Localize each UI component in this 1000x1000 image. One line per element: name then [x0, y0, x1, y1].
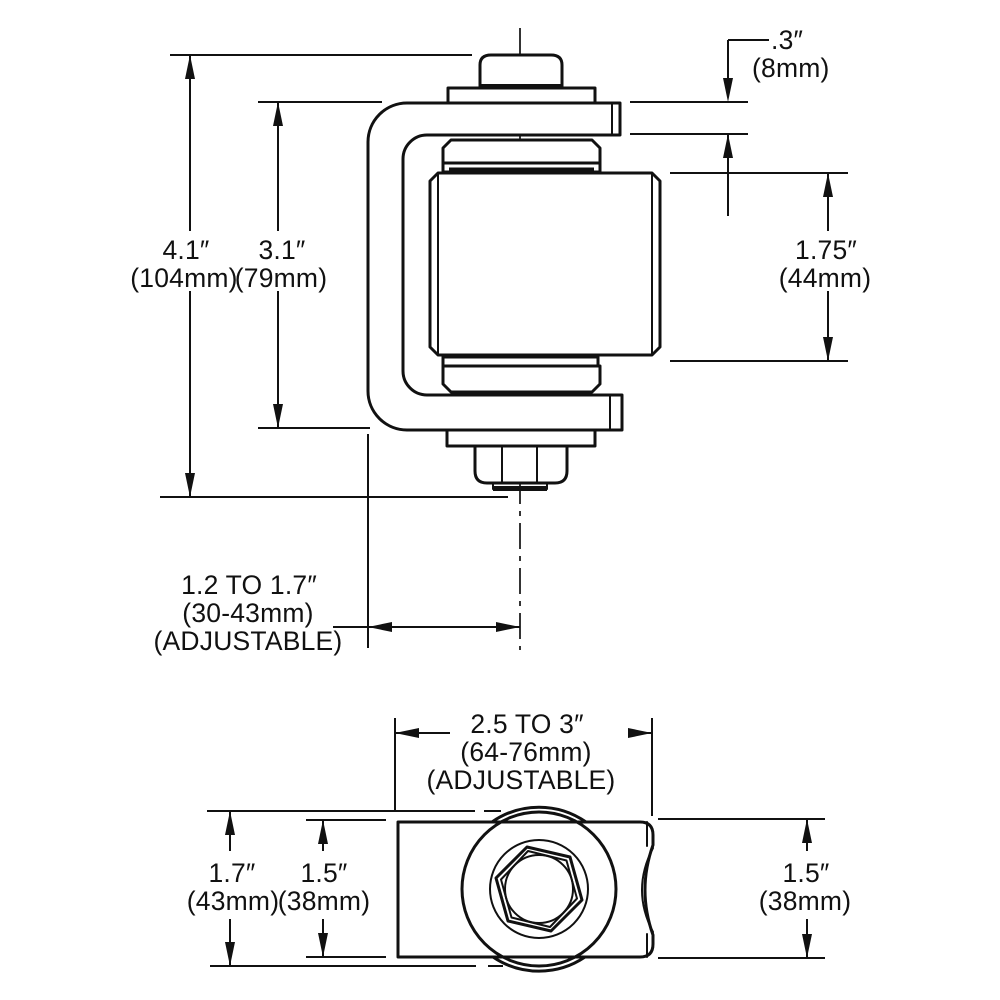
pivot-offset-note: (ADJUSTABLE) — [154, 626, 343, 656]
dim-clamp-width: 2.5 TO 3″ (64-76mm) (ADJUSTABLE) — [394, 709, 653, 816]
nut-facet-lines — [501, 445, 538, 483]
clamp-width-value: 2.5 TO 3″ — [470, 709, 583, 739]
dim-saddle-depth: 1.5″ (38mm) — [658, 818, 851, 959]
dim-hub-height: 1.75″ (44mm) — [670, 172, 871, 362]
pivot-cylinder — [428, 171, 662, 357]
saddle-inner-arc — [641, 847, 654, 933]
j-bracket — [366, 101, 624, 432]
plate-thickness-value: .3″ — [771, 25, 803, 55]
hub-height-metric: (44mm) — [779, 263, 871, 293]
flange-arc-bottom — [491, 955, 587, 973]
flange-arc-top — [490, 805, 588, 824]
hex-nut-chamfer-outline — [500, 850, 578, 928]
bracket-depth-metric: (38mm) — [278, 886, 370, 916]
saddle-depth-value: 1.5″ — [782, 858, 829, 888]
clamp-width-note: (ADJUSTABLE) — [427, 765, 616, 795]
dim-plate-thickness: .3″ (8mm) — [630, 25, 830, 216]
saddle-depth-metric: (38mm) — [759, 886, 851, 916]
overall-height-metric: (104mm) — [130, 263, 237, 293]
upper-bevel-washer — [441, 138, 602, 165]
cylinder-edge-lines — [437, 172, 653, 356]
hex-nut-outline — [494, 845, 584, 933]
dim-pivot-offset: 1.2 TO 1.7″ (30-43mm) (ADJUSTABLE) — [154, 434, 520, 656]
boss-circle — [460, 810, 618, 968]
overall-height-value: 4.1″ — [162, 235, 209, 265]
dim-overall-depth: 1.7″ (43mm) — [187, 810, 503, 967]
dim-frame-height: 3.1″ (79mm) — [235, 101, 382, 429]
frame-height-metric: (79mm) — [235, 263, 327, 293]
clamp-width-metric: (64-76mm) — [460, 737, 591, 767]
lower-bevel-washer — [441, 364, 602, 394]
hex-nut — [473, 444, 569, 485]
top-view-drawing — [396, 805, 655, 973]
pivot-offset-metric: (30-43mm) — [182, 598, 313, 628]
overall-depth-value: 1.7″ — [208, 858, 255, 888]
bracket-plate-end-chamfers — [609, 102, 613, 431]
bracket-depth-value: 1.5″ — [300, 858, 347, 888]
plate-thickness-metric: (8mm) — [752, 53, 830, 83]
dim-bracket-depth: 1.5″ (38mm) — [278, 819, 386, 958]
side-view-drawing — [366, 28, 662, 650]
counterbore-circle — [489, 839, 589, 939]
hub-height-value: 1.75″ — [795, 235, 857, 265]
hex-bolt-head — [478, 53, 564, 90]
overall-depth-metric: (43mm) — [187, 886, 279, 916]
pivot-offset-value: 1.2 TO 1.7″ — [181, 570, 317, 600]
dim-overall-height: 4.1″ (104mm) — [130, 54, 508, 498]
top-washer — [446, 86, 597, 105]
bottom-washer — [445, 428, 597, 448]
frame-height-value: 3.1″ — [258, 235, 305, 265]
nut-bore-circle — [504, 854, 574, 924]
